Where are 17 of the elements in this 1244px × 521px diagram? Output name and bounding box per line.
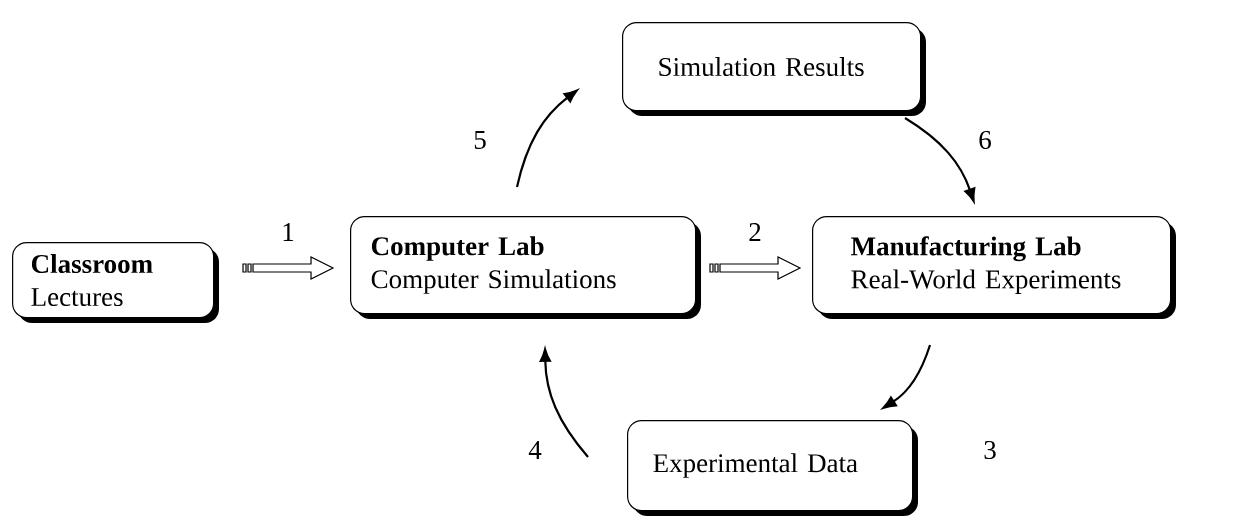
edge-label: 6: [976, 128, 994, 152]
block-arrow: [709, 256, 802, 280]
edge-label: 1: [279, 221, 297, 243]
process-box: Classroom Lectures: [12, 242, 219, 323]
arrow: [539, 348, 589, 458]
edge-label: 3: [981, 438, 999, 462]
arrow: [882, 344, 932, 409]
process-box: Experimental Data: [627, 420, 918, 516]
block-arrow: [242, 256, 335, 280]
process-box: Computer Lab Computer Simulations: [350, 216, 701, 319]
edge-label: 2: [746, 221, 764, 243]
process-box: Simulation Results: [622, 22, 926, 116]
process-box: Manufacturing Lab Real-World Experiments: [812, 216, 1176, 319]
arrow: [904, 117, 976, 202]
edge-label: 4: [526, 439, 544, 461]
arrow: [515, 89, 578, 188]
edge-label: 5: [471, 129, 489, 151]
